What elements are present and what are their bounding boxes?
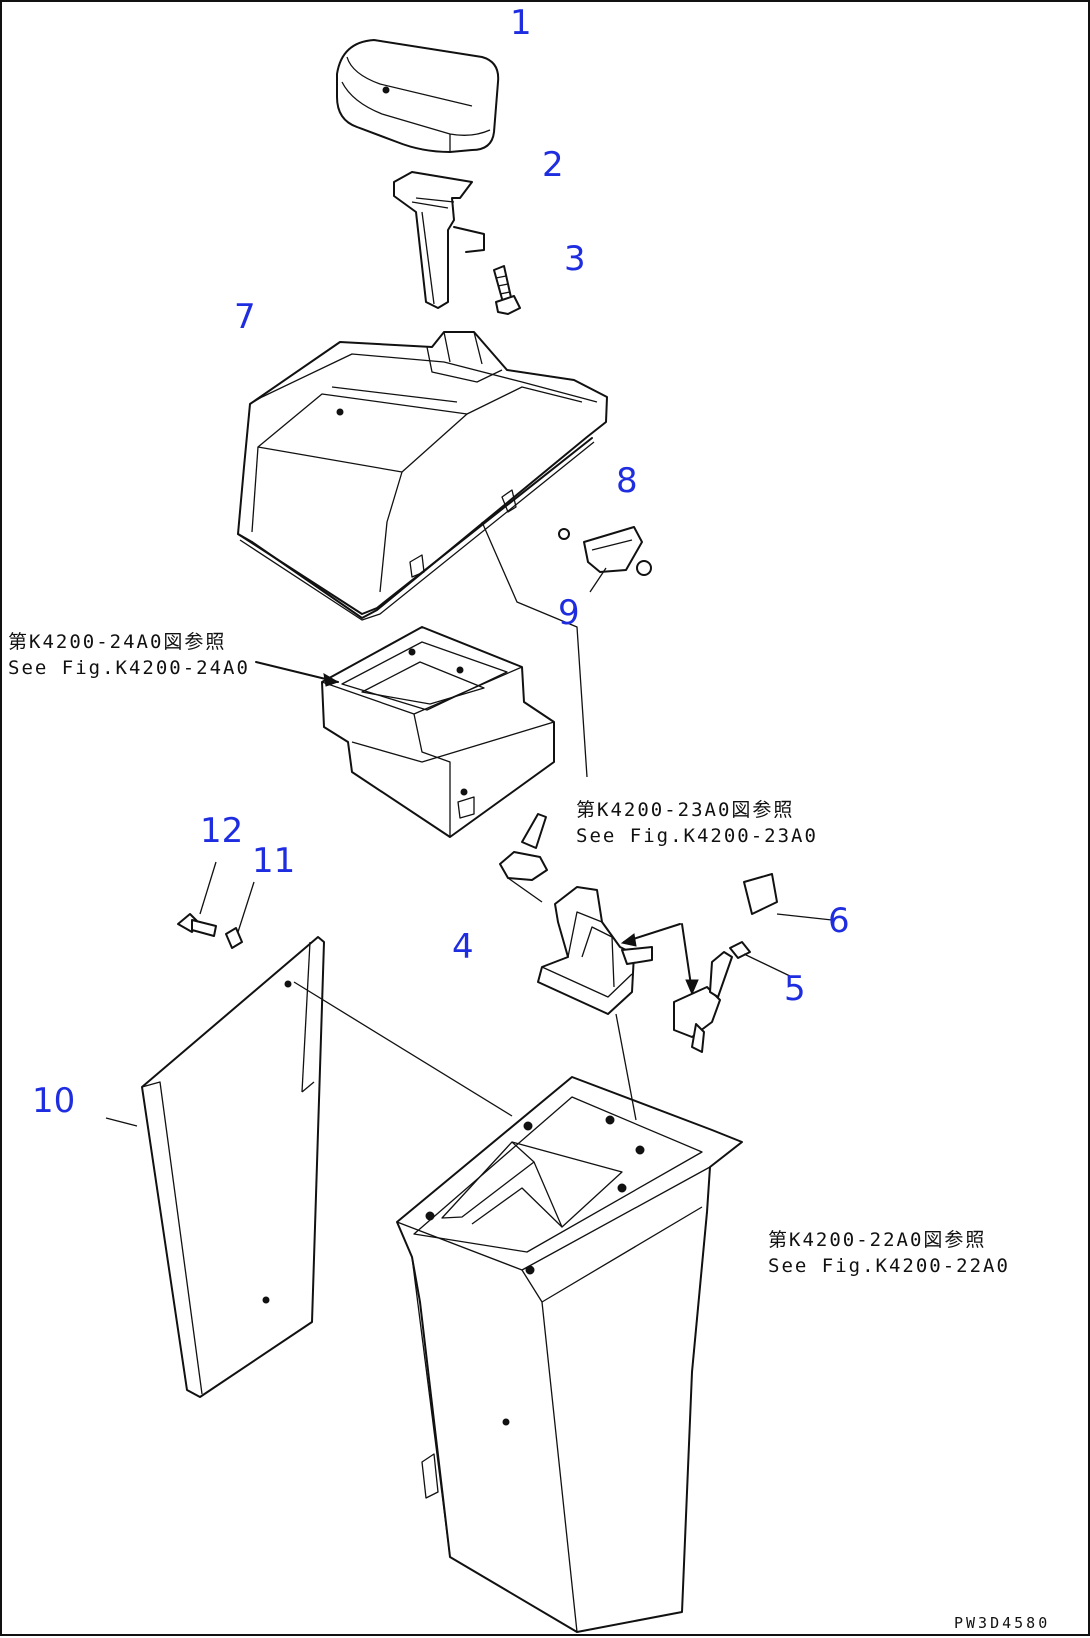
base-frame-ref-24a0 — [321, 626, 555, 838]
callout-1: 1 — [510, 3, 532, 43]
console-box-ref-22a0 — [396, 1076, 743, 1633]
console-cover — [237, 331, 608, 621]
side-panel-10 — [141, 936, 325, 1398]
callout-7: 7 — [234, 297, 256, 337]
callout-12: 12 — [200, 811, 244, 851]
callout-10: 10 — [32, 1081, 76, 1121]
pin-4 — [499, 813, 548, 903]
bolt-12 — [177, 913, 217, 937]
callout-5: 5 — [784, 969, 806, 1009]
reference-note-24a0-jp: 第K4200-24A0図参照 — [8, 631, 227, 653]
callout-4: 4 — [452, 927, 474, 967]
callout-2: 2 — [542, 145, 564, 185]
reference-note-24a0-en: See Fig.K4200-24A0 — [8, 657, 250, 679]
callout-9: 9 — [558, 593, 580, 633]
clip-8 — [558, 526, 652, 576]
callout-6: 6 — [828, 901, 850, 941]
callout-11: 11 — [252, 841, 296, 881]
washer-11 — [225, 927, 243, 949]
reference-note-22a0-en: See Fig.K4200-22A0 — [768, 1255, 1010, 1277]
reference-note-23a0-jp: 第K4200-23A0図参照 — [576, 799, 795, 821]
armrest-pad — [336, 39, 500, 153]
reference-note-22a0-jp: 第K4200-22A0図参照 — [768, 1229, 987, 1251]
drawing-code: PW3D4580 — [954, 1614, 1051, 1632]
armrest-bracket — [393, 171, 485, 309]
bolt-3 — [493, 265, 521, 315]
lever-bracket-ref-23a0 — [537, 886, 653, 1015]
reference-note-23a0-en: See Fig.K4200-23A0 — [576, 825, 818, 847]
callout-3: 3 — [564, 239, 586, 279]
callout-8: 8 — [616, 461, 638, 501]
lever-mechanism — [673, 873, 778, 1053]
